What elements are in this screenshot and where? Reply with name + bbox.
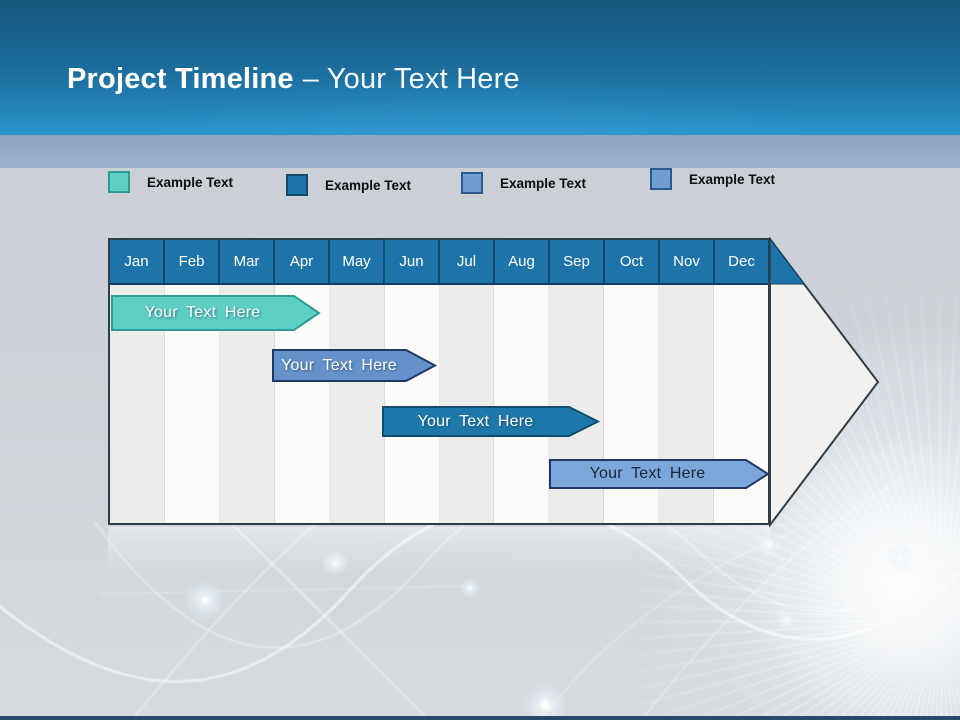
month-cell: Aug: [495, 240, 550, 283]
legend-label: Example Text: [147, 174, 234, 190]
legend-swatch: [650, 168, 672, 190]
month-cell: Jun: [385, 240, 440, 283]
legend-label: Example Text: [325, 177, 412, 193]
task-bar-label: Your Text Here: [281, 357, 397, 374]
month-cell: Jul: [440, 240, 495, 283]
legend-item[interactable]: Example Text: [461, 172, 586, 194]
task-bar[interactable]: Your Text Here: [549, 459, 770, 489]
task-bar[interactable]: Your Text Here: [111, 295, 321, 331]
task-bar-shape: [382, 406, 601, 437]
accent-band: [0, 135, 960, 168]
arrow-tip: [769, 237, 880, 527]
grid-column: [439, 285, 495, 523]
title-bar: Project Timeline– Your Text Here: [0, 0, 960, 135]
bottom-edge-strip: [0, 716, 960, 720]
legend-label: Example Text: [500, 175, 587, 191]
month-cell: Feb: [165, 240, 220, 283]
page-title-primary: Project Timeline: [67, 63, 294, 95]
task-bar-shape: [549, 459, 770, 489]
month-cell: Dec: [728, 253, 755, 270]
task-bar-shape: [111, 295, 321, 331]
legend-item[interactable]: Example Text: [650, 168, 775, 190]
month-cell: Nov: [660, 240, 715, 283]
task-bar[interactable]: Your Text Here: [382, 406, 601, 437]
legend-swatch: [286, 174, 308, 196]
grid-column: [384, 285, 440, 523]
month-cell: Apr: [275, 240, 330, 283]
task-bar-shape: [272, 349, 438, 382]
task-bar-label: Your Text Here: [417, 413, 534, 430]
month-cell: Oct: [605, 240, 660, 283]
month-cell: Sep: [550, 240, 605, 283]
task-bar-label: Your Text Here: [144, 304, 261, 321]
month-cell: Jan: [110, 240, 165, 283]
month-cell: May: [330, 240, 385, 283]
legend-swatch: [461, 172, 483, 194]
grid-column: [329, 285, 385, 523]
legend-swatch: [108, 171, 130, 193]
task-bar[interactable]: Your Text Here: [272, 349, 438, 382]
legend-item[interactable]: Example Text: [286, 174, 411, 196]
table-reflection: [108, 527, 770, 573]
page-title[interactable]: Project Timeline– Your Text Here: [67, 62, 520, 96]
grid-column: [494, 285, 550, 523]
title-bar-sheen: [0, 0, 960, 135]
legend-label: Example Text: [689, 171, 776, 187]
month-header-row: Jan Feb Mar Apr May Jun Jul Aug Sep Oct …: [110, 240, 768, 285]
task-bar-label: Your Text Here: [589, 465, 706, 482]
month-cell: Mar: [220, 240, 275, 283]
page-title-secondary: – Your Text Here: [302, 63, 520, 95]
legend-item[interactable]: Example Text: [108, 171, 233, 193]
